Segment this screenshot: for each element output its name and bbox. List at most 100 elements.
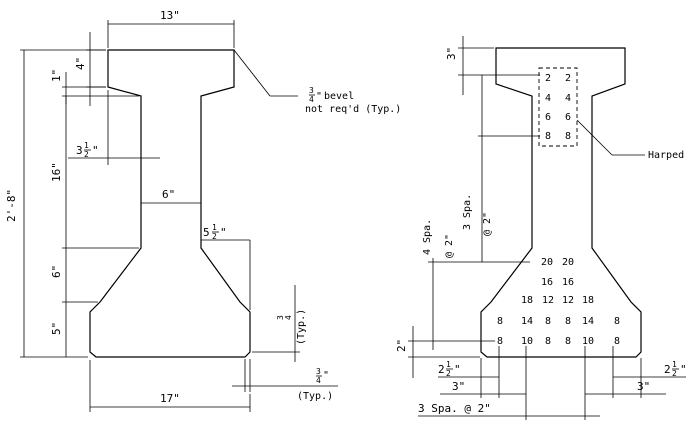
chamfer-vertical-typ: 3 4 (Typ.) <box>252 285 307 362</box>
svg-text:8: 8 <box>565 316 571 327</box>
harped-label: Harped <box>648 150 684 161</box>
svg-text:8: 8 <box>545 131 551 142</box>
svg-text:": " <box>323 370 329 381</box>
svg-text:12: 12 <box>562 295 574 306</box>
svg-text:10: 10 <box>521 336 533 347</box>
svg-text:8: 8 <box>614 336 620 347</box>
svg-text:8: 8 <box>614 316 620 327</box>
left-top-haunch-label: 3 <box>76 144 83 157</box>
svg-text:16: 16 <box>562 277 574 288</box>
left-top-haunch-dimension: 3 1 2 " <box>68 90 160 165</box>
left-top-width-label: 13" <box>160 9 180 22</box>
svg-text:8: 8 <box>545 316 551 327</box>
svg-text:6: 6 <box>545 112 551 123</box>
bevel-note-line2: not req'd (Typ.) <box>305 104 401 115</box>
left-bottom-haunch-dimension: 6" <box>50 248 98 303</box>
right-harped-spacing-dimension: 3 Spa. @ 2" <box>462 75 540 262</box>
svg-text:1: 1 <box>212 223 217 232</box>
svg-text:4: 4 <box>545 93 551 104</box>
svg-text:2: 2 <box>565 73 571 84</box>
svg-text:2: 2 <box>664 363 671 376</box>
svg-text:1: 1 <box>84 141 89 150</box>
left-bottom-width-dimension: 17" <box>89 360 251 412</box>
svg-text:2: 2 <box>438 363 445 376</box>
svg-text:": " <box>92 144 99 157</box>
right-section-outline <box>480 47 642 358</box>
chamfer-horizontal-typ-label: (Typ.) <box>297 391 333 402</box>
svg-text:4 Spa.: 4 Spa. <box>422 219 433 255</box>
svg-text:3: 3 <box>316 367 321 376</box>
svg-text:4: 4 <box>316 376 321 385</box>
bevel-note: 3 4 " bevel not req'd (Typ.) <box>233 49 401 115</box>
right-beam-section <box>480 47 642 358</box>
left-web-width-label: 6" <box>162 188 175 201</box>
left-bottom-flange-label: 5" <box>50 322 63 335</box>
svg-text:@ 2": @ 2" <box>444 234 455 258</box>
right-four-spacing-dimension: 4 Spa. @ 2" <box>422 219 530 350</box>
svg-text:8: 8 <box>545 336 551 347</box>
left-bottom-haunch-label: 6" <box>50 265 63 278</box>
svg-text:3 Spa.: 3 Spa. <box>462 194 473 230</box>
svg-text:8: 8 <box>565 336 571 347</box>
left-overall-height-label: 2'-8" <box>5 189 18 222</box>
svg-text:4: 4 <box>309 95 314 104</box>
svg-text:20: 20 <box>562 257 574 268</box>
svg-text:1: 1 <box>672 360 677 369</box>
right-bottom-spacing-label: 3 Spa. @ 2" <box>418 402 491 415</box>
svg-text:14: 14 <box>582 316 594 327</box>
svg-text:2: 2 <box>212 232 217 241</box>
svg-text:": " <box>220 226 227 239</box>
right-edge-right-dimension: 2 1 2 " <box>613 360 687 378</box>
right-edge-left-dimension: 2 1 2 " <box>438 360 499 378</box>
svg-text:4: 4 <box>284 315 293 320</box>
left-beam-section <box>89 49 251 358</box>
left-overall-height-dimension: 2'-8" <box>5 49 106 358</box>
right-top-dimension: 3" <box>445 36 540 95</box>
harped-box <box>538 67 578 147</box>
left-section-outline <box>89 49 251 358</box>
right-spacing-right-label: 3" <box>637 380 650 393</box>
svg-text:8: 8 <box>565 131 571 142</box>
svg-text:2: 2 <box>545 73 551 84</box>
chamfer-horizontal-typ: 3 4 " (Typ.) <box>232 359 338 402</box>
svg-text:10: 10 <box>582 336 594 347</box>
right-spacing-right-dimension: 3" <box>585 380 666 395</box>
right-bottom-extension-lines <box>480 346 642 420</box>
svg-text:@ 2": @ 2" <box>482 212 493 236</box>
left-web-height-label: 16" <box>50 162 63 182</box>
chamfer-vertical-typ-label: (Typ.) <box>296 309 307 345</box>
bevel-note-line1: bevel <box>324 91 354 102</box>
right-bottom-cover-dimension: 2" <box>395 326 495 378</box>
svg-text:2: 2 <box>446 369 451 378</box>
svg-text:18: 18 <box>521 295 533 306</box>
svg-text:6: 6 <box>565 112 571 123</box>
svg-text:8: 8 <box>497 336 503 347</box>
left-top-flange-dimension: 4" <box>74 32 106 106</box>
harped-strand-group: 2 2 4 4 6 6 8 8 Harped <box>538 67 684 161</box>
strand-rows: 20 20 16 16 18 12 12 18 8 14 8 8 14 8 8 … <box>497 257 620 347</box>
svg-text:2: 2 <box>672 369 677 378</box>
svg-text:": " <box>316 91 322 102</box>
right-spacing-left-dimension: 3" <box>440 380 526 395</box>
left-top-chamfer-dimension: 1" <box>50 69 139 104</box>
left-bottom-width-label: 17" <box>160 392 180 405</box>
left-web-height-dimension: 16" <box>50 96 139 249</box>
svg-text:16: 16 <box>541 277 553 288</box>
svg-text:": " <box>454 363 461 376</box>
svg-text:4: 4 <box>565 93 571 104</box>
left-bottom-haunch-width-dimension: 5 1 2 " <box>201 223 251 310</box>
svg-text:20: 20 <box>541 257 553 268</box>
svg-text:12: 12 <box>542 295 554 306</box>
svg-text:3: 3 <box>276 315 285 320</box>
left-bottom-haunch-width-label: 5 <box>203 226 210 239</box>
svg-text:3: 3 <box>309 86 314 95</box>
left-web-width-dimension: 6" <box>141 188 201 204</box>
right-top-dim-label: 3" <box>445 47 458 60</box>
right-bottom-cover-label: 2" <box>395 339 408 352</box>
svg-text:8: 8 <box>497 316 503 327</box>
svg-text:2: 2 <box>84 150 89 159</box>
svg-text:18: 18 <box>582 295 594 306</box>
svg-text:14: 14 <box>521 316 533 327</box>
svg-text:1: 1 <box>446 360 451 369</box>
